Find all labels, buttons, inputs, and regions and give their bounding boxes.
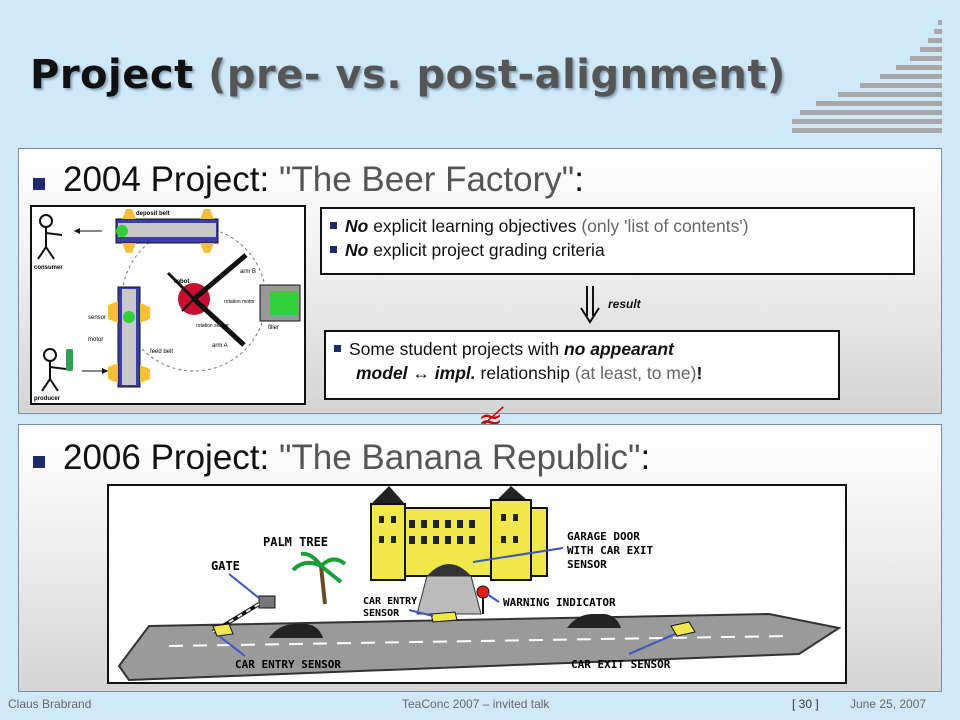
footer-page-number: [ 30 ] bbox=[792, 697, 819, 711]
small-bullet bbox=[330, 222, 337, 229]
label-filler: filler bbox=[268, 325, 279, 331]
student-projects-box: Some student projects with no appearant … bbox=[324, 330, 840, 400]
label-garage-door-1: GARAGE DOOR bbox=[567, 530, 640, 543]
label-feed-belt: feed belt bbox=[150, 349, 173, 355]
label-deposit-belt: deposit belt bbox=[136, 211, 170, 217]
title-rest: (pre- vs. post-alignment) bbox=[208, 52, 786, 98]
label-palm-tree: PALM TREE bbox=[263, 535, 328, 549]
banana-republic-svg: GATE PALM TREE GARAGE DOOR WITH CAR EXIT… bbox=[117, 486, 842, 682]
no-objectives-box: No explicit learning objectives (only 'l… bbox=[320, 207, 915, 275]
box1-line2: No explicit project grading criteria bbox=[330, 238, 905, 262]
label-rotation-motor: rotation motor bbox=[224, 299, 255, 305]
label-car-entry-sensor-a-1: CAR ENTRY bbox=[363, 596, 417, 607]
label-rotation-sensor: rotation sensor bbox=[196, 323, 229, 329]
beer-factory-diagram: deposit belt consumer robot arm B arm A … bbox=[30, 205, 306, 405]
label-gate: GATE bbox=[211, 559, 240, 573]
banana-republic-drawing: GATE PALM TREE GARAGE DOOR WITH CAR EXIT… bbox=[107, 484, 847, 684]
double-arrow-icon: ↔ bbox=[412, 363, 430, 383]
small-bullet bbox=[330, 246, 337, 253]
label-robot: robot bbox=[174, 279, 189, 285]
label-arm-b: arm B bbox=[240, 269, 256, 275]
box1-line1: No explicit learning objectives (only 'l… bbox=[330, 214, 905, 238]
decorative-stripes bbox=[792, 18, 942, 136]
label-car-entry-sensor-b: CAR ENTRY SENSOR bbox=[235, 658, 341, 671]
heading-2006: 2006 Project: "The Banana Republic": bbox=[63, 438, 651, 477]
label-motor: motor bbox=[88, 337, 103, 343]
box2-line2: model ↔ impl. relationship (at least, to… bbox=[356, 363, 703, 383]
slide-title: Project (pre- vs. post-alignment) bbox=[30, 52, 786, 98]
result-label: result bbox=[608, 297, 641, 311]
label-producer: producer bbox=[34, 396, 61, 402]
label-car-entry-sensor-a-2: SENSOR bbox=[363, 608, 400, 619]
bullet-square bbox=[33, 456, 45, 468]
footer-event: TeaConc 2007 – invited talk bbox=[402, 697, 550, 711]
label-arm-a: arm A bbox=[212, 343, 228, 349]
heading-2004: 2004 Project: "The Beer Factory": bbox=[63, 160, 584, 199]
label-car-exit-sensor: CAR EXIT SENSOR bbox=[571, 658, 671, 671]
label-sensor: sensor bbox=[88, 315, 106, 321]
beer-factory-svg: deposit belt consumer robot arm B arm A … bbox=[34, 209, 301, 402]
footer-author: Claus Brabrand bbox=[8, 697, 92, 711]
bullet-square bbox=[33, 178, 45, 190]
small-bullet bbox=[334, 345, 341, 352]
box2-line1: Some student projects with no appearant bbox=[334, 337, 830, 361]
label-garage-door-2: WITH CAR EXIT bbox=[567, 544, 653, 557]
title-bold: Project bbox=[30, 52, 194, 98]
label-consumer: consumer bbox=[34, 265, 63, 271]
label-garage-door-3: SENSOR bbox=[567, 558, 607, 571]
down-arrow-icon bbox=[580, 286, 600, 324]
footer-date: June 25, 2007 bbox=[850, 697, 927, 711]
label-warning-indicator: WARNING INDICATOR bbox=[503, 596, 616, 609]
